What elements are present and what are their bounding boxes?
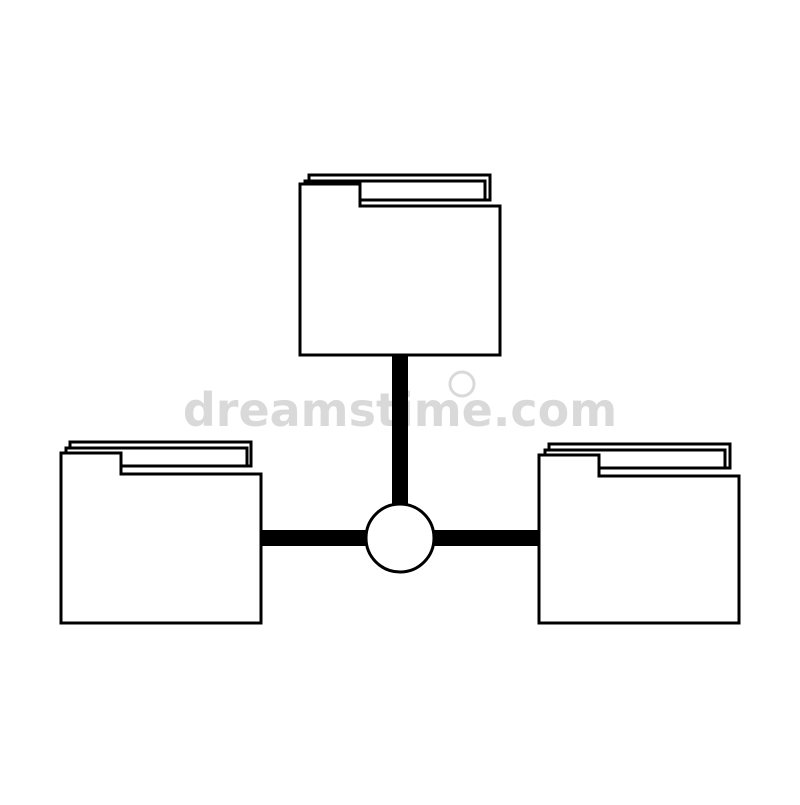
hub-circle-icon bbox=[364, 502, 436, 574]
connector-hub-right bbox=[432, 530, 540, 546]
watermark-logo-icon bbox=[448, 370, 476, 398]
connector-hub-top bbox=[392, 354, 408, 506]
folder-left-icon bbox=[59, 440, 263, 625]
folder-right-icon bbox=[537, 442, 741, 625]
connectors bbox=[260, 354, 540, 546]
connector-hub-left bbox=[260, 530, 368, 546]
folder-top-icon bbox=[298, 173, 502, 357]
